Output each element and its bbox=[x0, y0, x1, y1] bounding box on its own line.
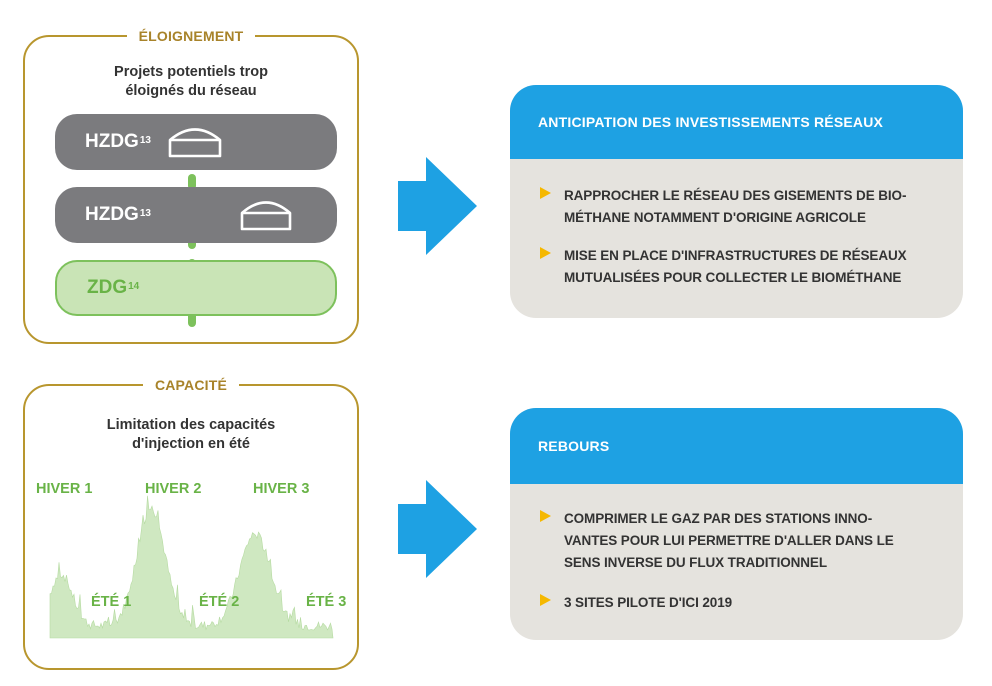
capacite-title: CAPACITÉ bbox=[142, 376, 240, 394]
arrow-right-icon bbox=[398, 157, 477, 255]
bullet-triangle-icon bbox=[540, 187, 551, 199]
digester-icon bbox=[168, 128, 222, 158]
capacite-frame: CAPACITÉ Limitation des capacités d'inje… bbox=[23, 376, 359, 670]
pipe-dashed-segment bbox=[188, 174, 196, 190]
seasonal-capacity-graphic bbox=[49, 495, 334, 639]
season-label-hiver-1: HIVER 1 bbox=[36, 481, 93, 497]
season-label-hiver-3: HIVER 3 bbox=[253, 481, 310, 497]
season-label-hiver-2: HIVER 2 bbox=[145, 481, 202, 497]
eloignement-title: ÉLOIGNEMENT bbox=[126, 27, 256, 45]
eloignement-frame: ÉLOIGNEMENT Projets potentiels trop éloi… bbox=[23, 27, 359, 344]
panel-rebours: REBOURS COMPRIMER LE GAZ PAR DES STATION… bbox=[510, 408, 963, 640]
panel-anticipation: ANTICIPATION DES INVESTISSEMENTS RÉSEAUX… bbox=[510, 85, 963, 318]
bullet-triangle-icon bbox=[540, 594, 551, 606]
bullet-item: COMPRIMER LE GAZ PAR DES STATIONS INNO- … bbox=[540, 508, 940, 574]
capacite-subtitle: Limitation des capacités d'injection en … bbox=[106, 417, 276, 452]
bullet-triangle-icon bbox=[540, 510, 551, 522]
arrow-right-icon bbox=[398, 480, 477, 578]
bullet-triangle-icon bbox=[540, 247, 551, 259]
digester-icon bbox=[240, 201, 292, 231]
eloignement-subtitle: Projets potentiels trop éloignés du rése… bbox=[114, 64, 268, 99]
season-label-ete-2: ÉTÉ 2 bbox=[199, 594, 240, 610]
season-label-ete-3: ÉTÉ 3 bbox=[306, 594, 347, 610]
bullet-item: MISE EN PLACE D'INFRASTRUCTURES DE RÉSEA… bbox=[540, 245, 940, 289]
bullet-item: RAPPROCHER LE RÉSEAU DES GISEMENTS DE BI… bbox=[540, 185, 940, 229]
panel-heading: ANTICIPATION DES INVESTISSEMENTS RÉSEAUX bbox=[510, 85, 963, 159]
bullet-item: 3 SITES PILOTE D'ICI 2019 bbox=[540, 592, 940, 614]
season-label-ete-1: ÉTÉ 1 bbox=[91, 594, 132, 610]
panel-heading: REBOURS bbox=[510, 408, 963, 484]
